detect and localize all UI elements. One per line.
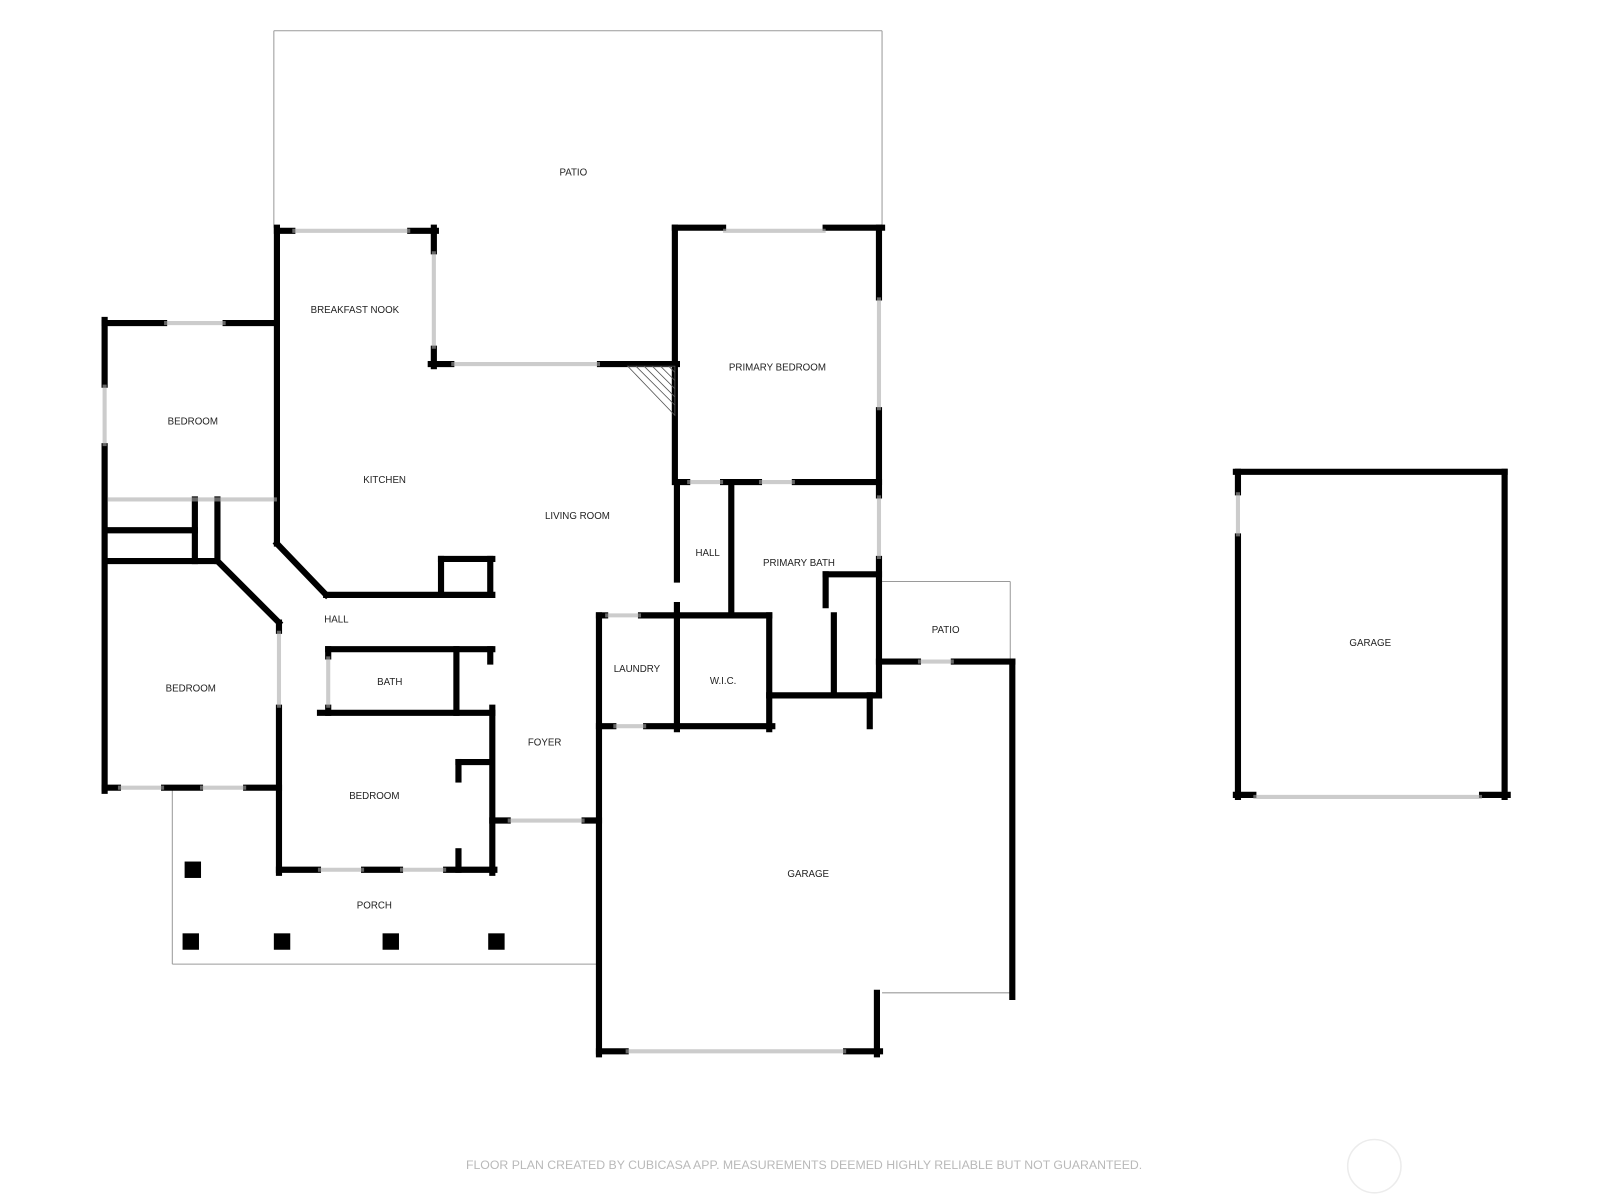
- room-label-hall: HALL: [324, 615, 349, 626]
- porch-post: [488, 933, 505, 950]
- room-label-bedroom: BEDROOM: [168, 417, 218, 428]
- room-label-wic: W.I.C.: [710, 676, 737, 687]
- porch-posts: [182, 861, 505, 950]
- wall: [272, 539, 331, 600]
- room-label-primary-bath: PRIMARY BATH: [763, 558, 835, 569]
- room-label-breakfast-nook: BREAKFAST NOOK: [311, 305, 400, 316]
- room-label-bedroom: BEDROOM: [166, 683, 216, 694]
- room-label-laundry: LAUNDRY: [614, 664, 661, 675]
- windows-doors: [102, 228, 1483, 1054]
- room-label-primary-bedroom: PRIMARY BEDROOM: [729, 362, 826, 373]
- room-label-hall: HALL: [696, 548, 721, 559]
- room-label-living-room: LIVING ROOM: [545, 511, 610, 522]
- footer-disclaimer: FLOOR PLAN CREATED BY CUBICASA APP. MEAS…: [466, 1158, 1142, 1172]
- room-label-patio: PATIO: [559, 167, 587, 178]
- outdoor-outlines: [171, 30, 1013, 994]
- compass-icon: [1346, 1138, 1402, 1194]
- porch-post: [382, 933, 399, 950]
- room-label-kitchen: KITCHEN: [363, 475, 406, 486]
- wall: [213, 556, 284, 627]
- room-label-porch: PORCH: [357, 901, 392, 912]
- room-label-bedroom: BEDROOM: [349, 791, 399, 802]
- room-label-patio: PATIO: [932, 625, 960, 636]
- room-label-bath: BATH: [377, 677, 402, 688]
- porch-post: [184, 861, 202, 878]
- room-label-foyer: FOYER: [528, 738, 562, 749]
- stair-hatch: [626, 365, 676, 417]
- porch-post: [182, 933, 199, 950]
- room-label-garage: GARAGE: [787, 869, 829, 880]
- porch-post: [273, 933, 291, 950]
- walls: [101, 224, 1511, 1058]
- room-label-garage: GARAGE: [1349, 638, 1391, 649]
